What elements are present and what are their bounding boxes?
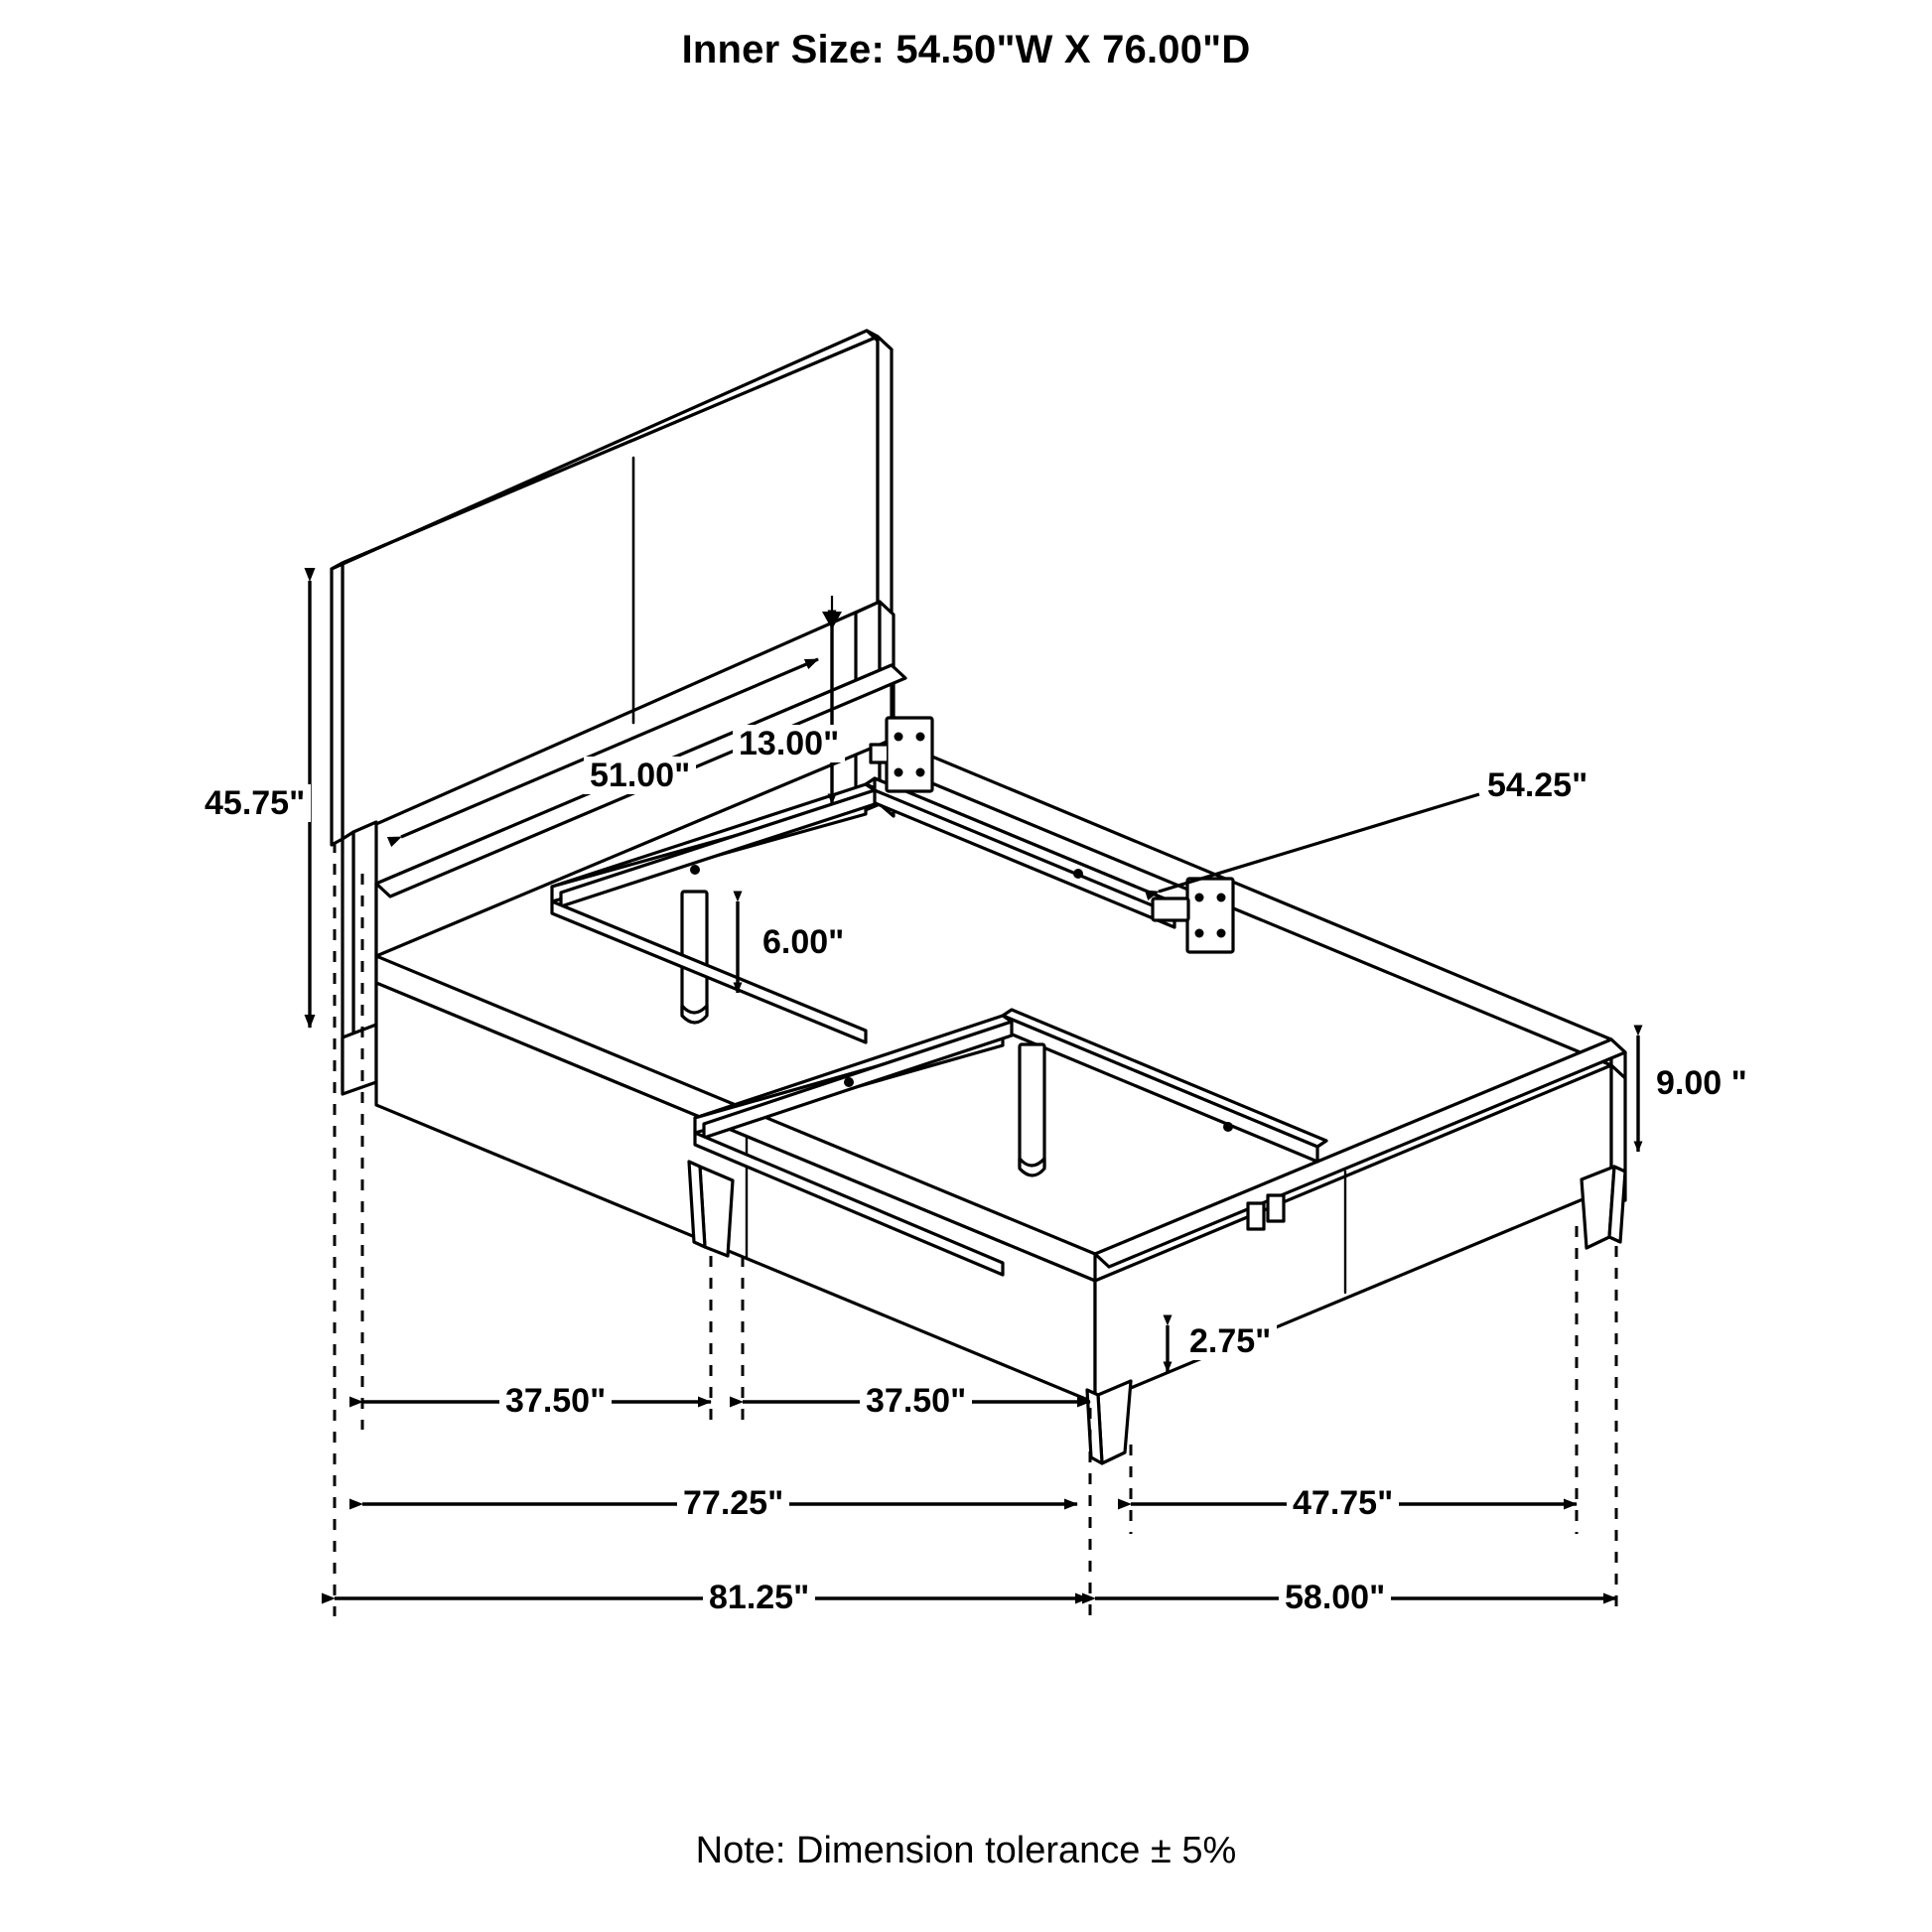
dimline-51-00 [386, 657, 819, 848]
foot-leg-far-side [1607, 1165, 1627, 1244]
cross-slat-a [550, 899, 868, 1044]
dim-13-00: 13.00" [733, 725, 846, 762]
center-rail-2-screw [1223, 1122, 1233, 1132]
center-leg-2-foot [1018, 1157, 1046, 1177]
dim-58-00: 58.00" [1279, 1579, 1392, 1616]
slat-rail-2-screw [844, 1077, 854, 1087]
center-leg-1-foot [680, 1004, 709, 1025]
bed-geometry [330, 329, 1627, 1465]
cross-slat-b [693, 1131, 1005, 1277]
slat-rail-2-inner [702, 1020, 1014, 1140]
side-rail-near-leg [687, 1160, 735, 1258]
tolerance-note: Note: Dimension tolerance ± 5% [695, 1830, 1237, 1871]
center-leg-1-body [680, 890, 709, 1018]
center-rail-2-face [1001, 1014, 1319, 1164]
extension-lines [333, 842, 1618, 1616]
footboard-top [1093, 1037, 1627, 1269]
rail-brackets [869, 716, 1286, 1231]
dim-9-00: 9.00 " [1650, 1064, 1753, 1102]
footboard-legs [1085, 1165, 1627, 1465]
dim-47-75: 47.75" [1287, 1484, 1400, 1522]
bracket-foot-right [1185, 877, 1235, 954]
center-leg-2-body [1018, 1042, 1046, 1171]
bracket-center-connector [1151, 897, 1190, 922]
center-support-leg-lower [1018, 1042, 1046, 1177]
near-leg-side [687, 1160, 707, 1249]
leader-54-25 [1144, 792, 1480, 901]
center-rail-1-screw [1073, 869, 1083, 879]
dim-37-50-left: 37.50" [499, 1382, 613, 1420]
dim-81-25: 81.25" [703, 1579, 816, 1616]
dim-54-25: 54.25" [1481, 766, 1594, 804]
page-title: Inner Size: 54.50"W X 76.00"D [681, 28, 1251, 71]
center-rail-2-top [1001, 1008, 1328, 1149]
headboard-left-post-foot [341, 1023, 378, 1096]
slat-clip-near [1246, 1193, 1286, 1231]
headboard-left-edge [330, 561, 345, 847]
dim-45-75: 45.75" [199, 784, 312, 822]
dim-37-50-right: 37.50" [860, 1382, 973, 1420]
footboard [1093, 1037, 1627, 1405]
slat-rail-1-screw [690, 865, 700, 875]
headboard-right-post [876, 335, 894, 618]
dim-6-00: 6.00" [757, 923, 851, 961]
bracket-head-right [869, 716, 934, 793]
dimtick-13-top [822, 612, 842, 629]
foot-leg-near-front [1096, 1379, 1133, 1465]
center-support-rail-lower [693, 1008, 1328, 1164]
dim-77-25: 77.25" [677, 1484, 790, 1522]
slat-cross-rails [550, 899, 1005, 1277]
dim-2-75: 2.75" [1183, 1322, 1278, 1360]
dim-51-00: 51.00" [584, 757, 697, 794]
